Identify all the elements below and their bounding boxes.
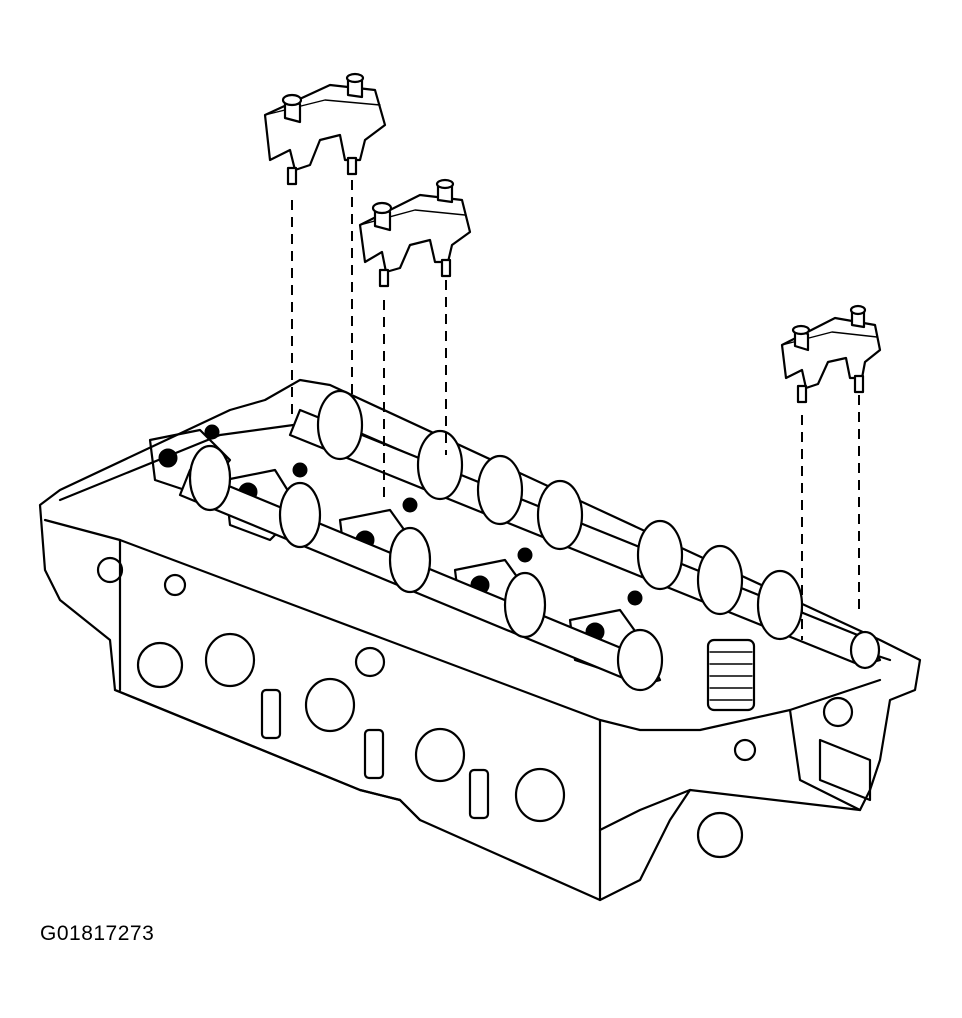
bearing-cap-3	[780, 304, 882, 640]
bearing-cap-2	[358, 178, 472, 500]
intake-camshaft	[288, 389, 882, 670]
exhaust-camshaft	[178, 444, 664, 692]
figure-code: G01817273	[40, 922, 155, 945]
head-front-ports	[96, 556, 872, 859]
bearing-cap-1	[263, 72, 387, 420]
